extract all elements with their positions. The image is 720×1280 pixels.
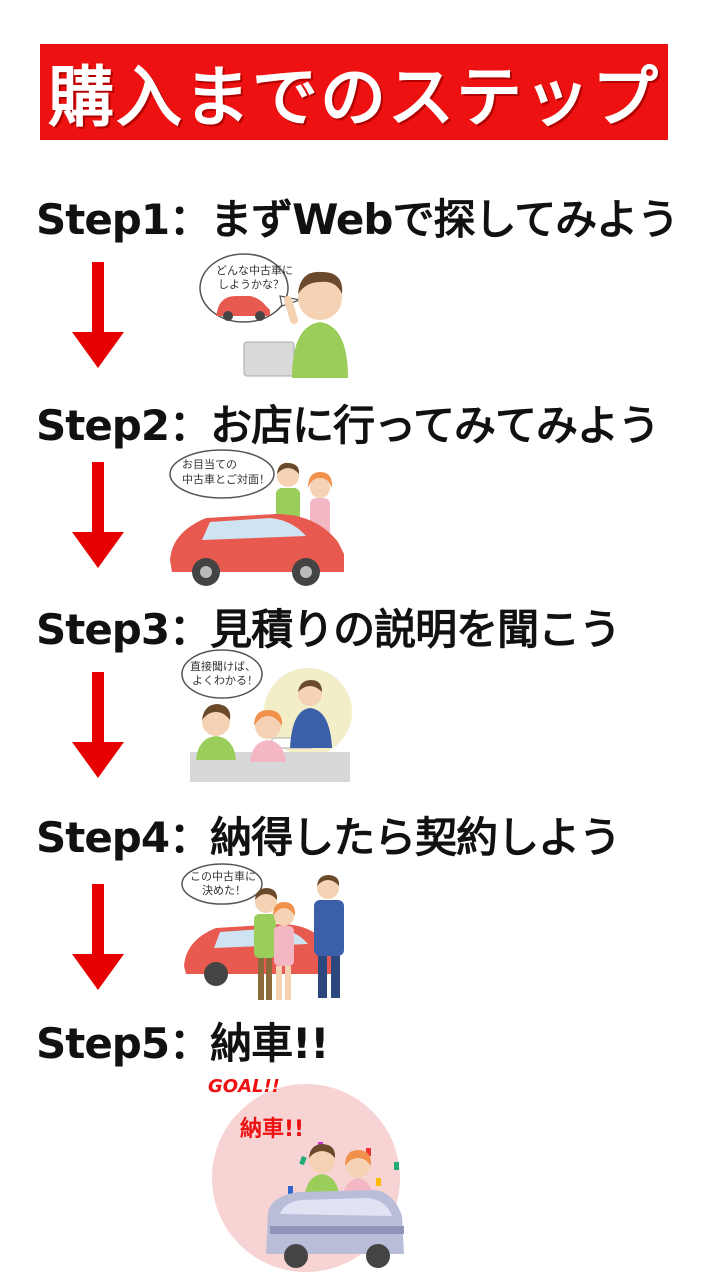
step-1-title: Step1：まずWebで探してみよう <box>36 195 679 244</box>
step-2-illustration: お目当ての 中古車とご対面！ <box>169 449 344 586</box>
car-icon <box>216 296 270 321</box>
step-4-bubble-line-1: この中古車に <box>190 869 256 883</box>
step-4-illustration: この中古車に 決めた！ <box>181 863 344 1000</box>
step-1-bubble-line-1: どんな中古車に <box>216 263 293 277</box>
speech-bubble <box>181 863 263 905</box>
speech-bubble <box>169 449 275 499</box>
goal-label: GOAL!! <box>208 1076 280 1097</box>
step-5-title: Step5：納車!! <box>36 1019 329 1068</box>
salesman-figure <box>314 875 344 998</box>
step-3-title: Step3：見積りの説明を聞こう <box>36 605 621 654</box>
delivery-badge: 納車!! <box>240 1116 304 1142</box>
step-3-illustration: 直接聞けば、 よくわかる！ <box>181 649 352 782</box>
step-3-bubble-line-2: よくわかる！ <box>192 674 258 687</box>
page-title: 購入までのステップ <box>48 59 660 136</box>
man-figure <box>284 271 348 378</box>
minivan-icon <box>266 1190 404 1268</box>
step-1-bubble-line-2: しようかな？ <box>218 278 284 291</box>
down-arrow-icon <box>72 462 124 568</box>
couple-figures <box>196 704 286 762</box>
step-4-bubble-line-2: 決めた！ <box>202 884 246 897</box>
step-2-bubble-line-1: お目当ての <box>182 457 237 471</box>
step-1-illustration: どんな中古車に しようかな？ <box>199 253 348 378</box>
header-banner: 購入までのステップ <box>40 44 668 140</box>
step-2-title: Step2：お店に行ってみてみよう <box>36 401 660 450</box>
down-arrow-icon <box>72 884 124 990</box>
couple-figures <box>254 888 296 1000</box>
salesman-figure <box>290 680 332 748</box>
step-5-illustration: GOAL!! 納車!! <box>208 1076 404 1272</box>
step-4-title: Step4：納得したら契約しよう <box>36 813 621 862</box>
down-arrow-icon <box>72 262 124 368</box>
car-icon <box>170 514 344 586</box>
laptop-icon <box>243 341 295 377</box>
down-arrow-icon <box>72 672 124 778</box>
step-3-bubble-line-1: 直接聞けば、 <box>190 659 256 673</box>
step-2-bubble-line-2: 中古車とご対面！ <box>182 472 270 486</box>
speech-bubble <box>181 649 263 699</box>
